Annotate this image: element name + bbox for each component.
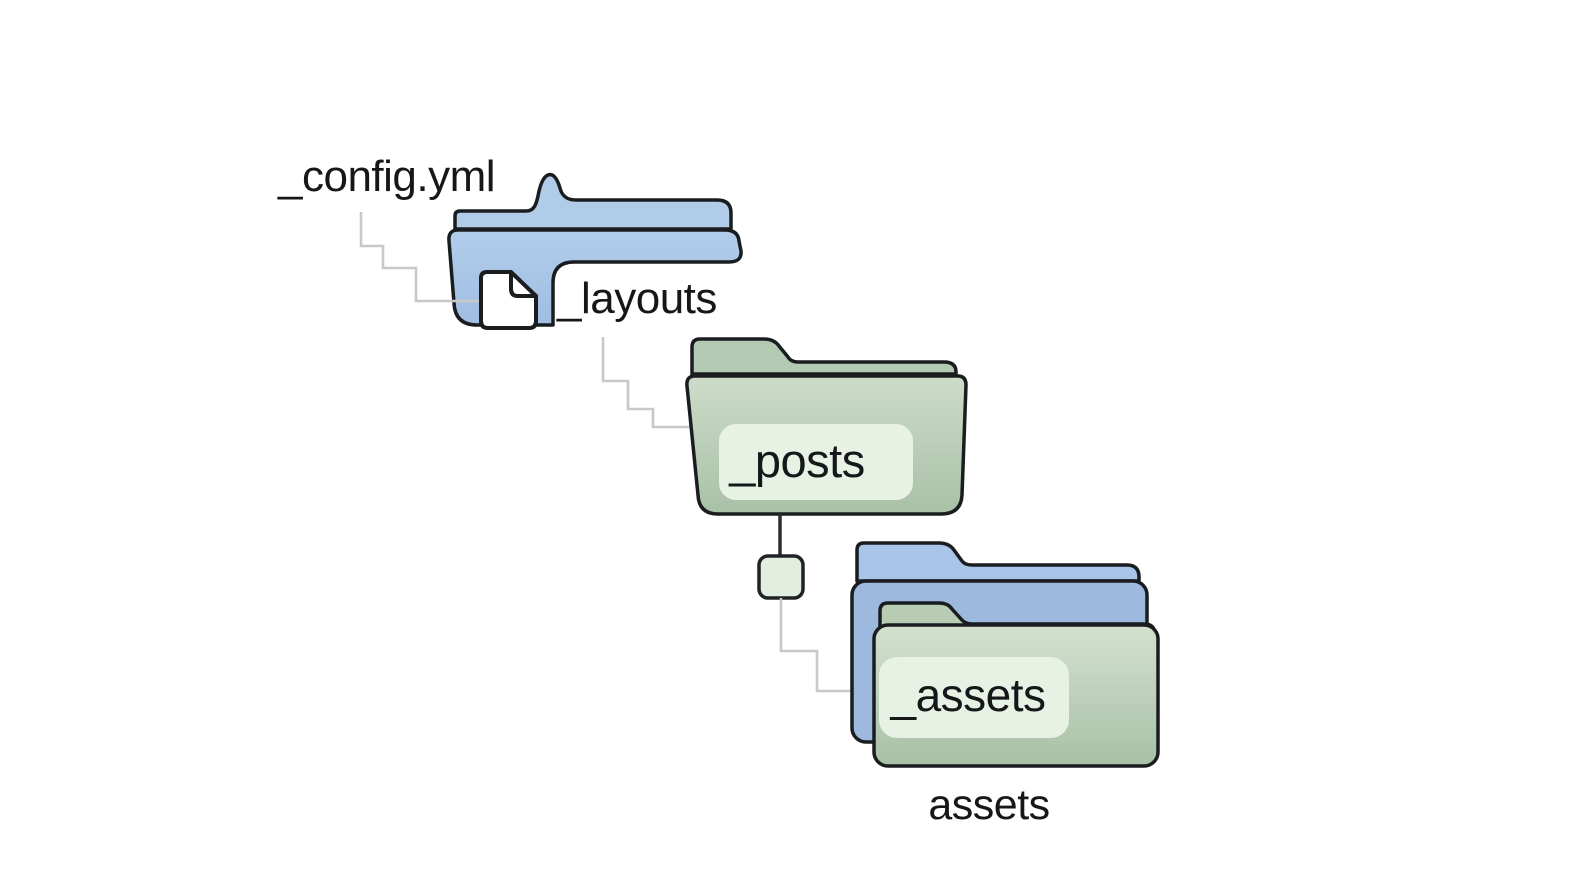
assets-folder-label: _assets bbox=[889, 669, 1045, 721]
connector-layouts-to-posts bbox=[601, 337, 690, 429]
assets-folder-nameplate bbox=[879, 657, 1069, 738]
assets-caption: assets bbox=[928, 781, 1049, 829]
layouts-folder-back bbox=[453, 172, 733, 231]
posts-folder-label: _posts bbox=[728, 434, 864, 487]
connector-config-to-layouts bbox=[359, 212, 481, 303]
posts-folder-tab bbox=[690, 337, 958, 376]
file-icon bbox=[479, 270, 538, 330]
connector-junction-to-assets bbox=[779, 598, 853, 693]
assets-blue-folder-tab bbox=[855, 541, 1141, 583]
junction-square bbox=[757, 554, 805, 600]
layouts-folder-label: _layouts bbox=[556, 274, 717, 323]
config-file-label: _config.yml bbox=[277, 152, 495, 201]
file-icon-fold bbox=[509, 273, 535, 298]
posts-folder-nameplate bbox=[719, 424, 913, 500]
